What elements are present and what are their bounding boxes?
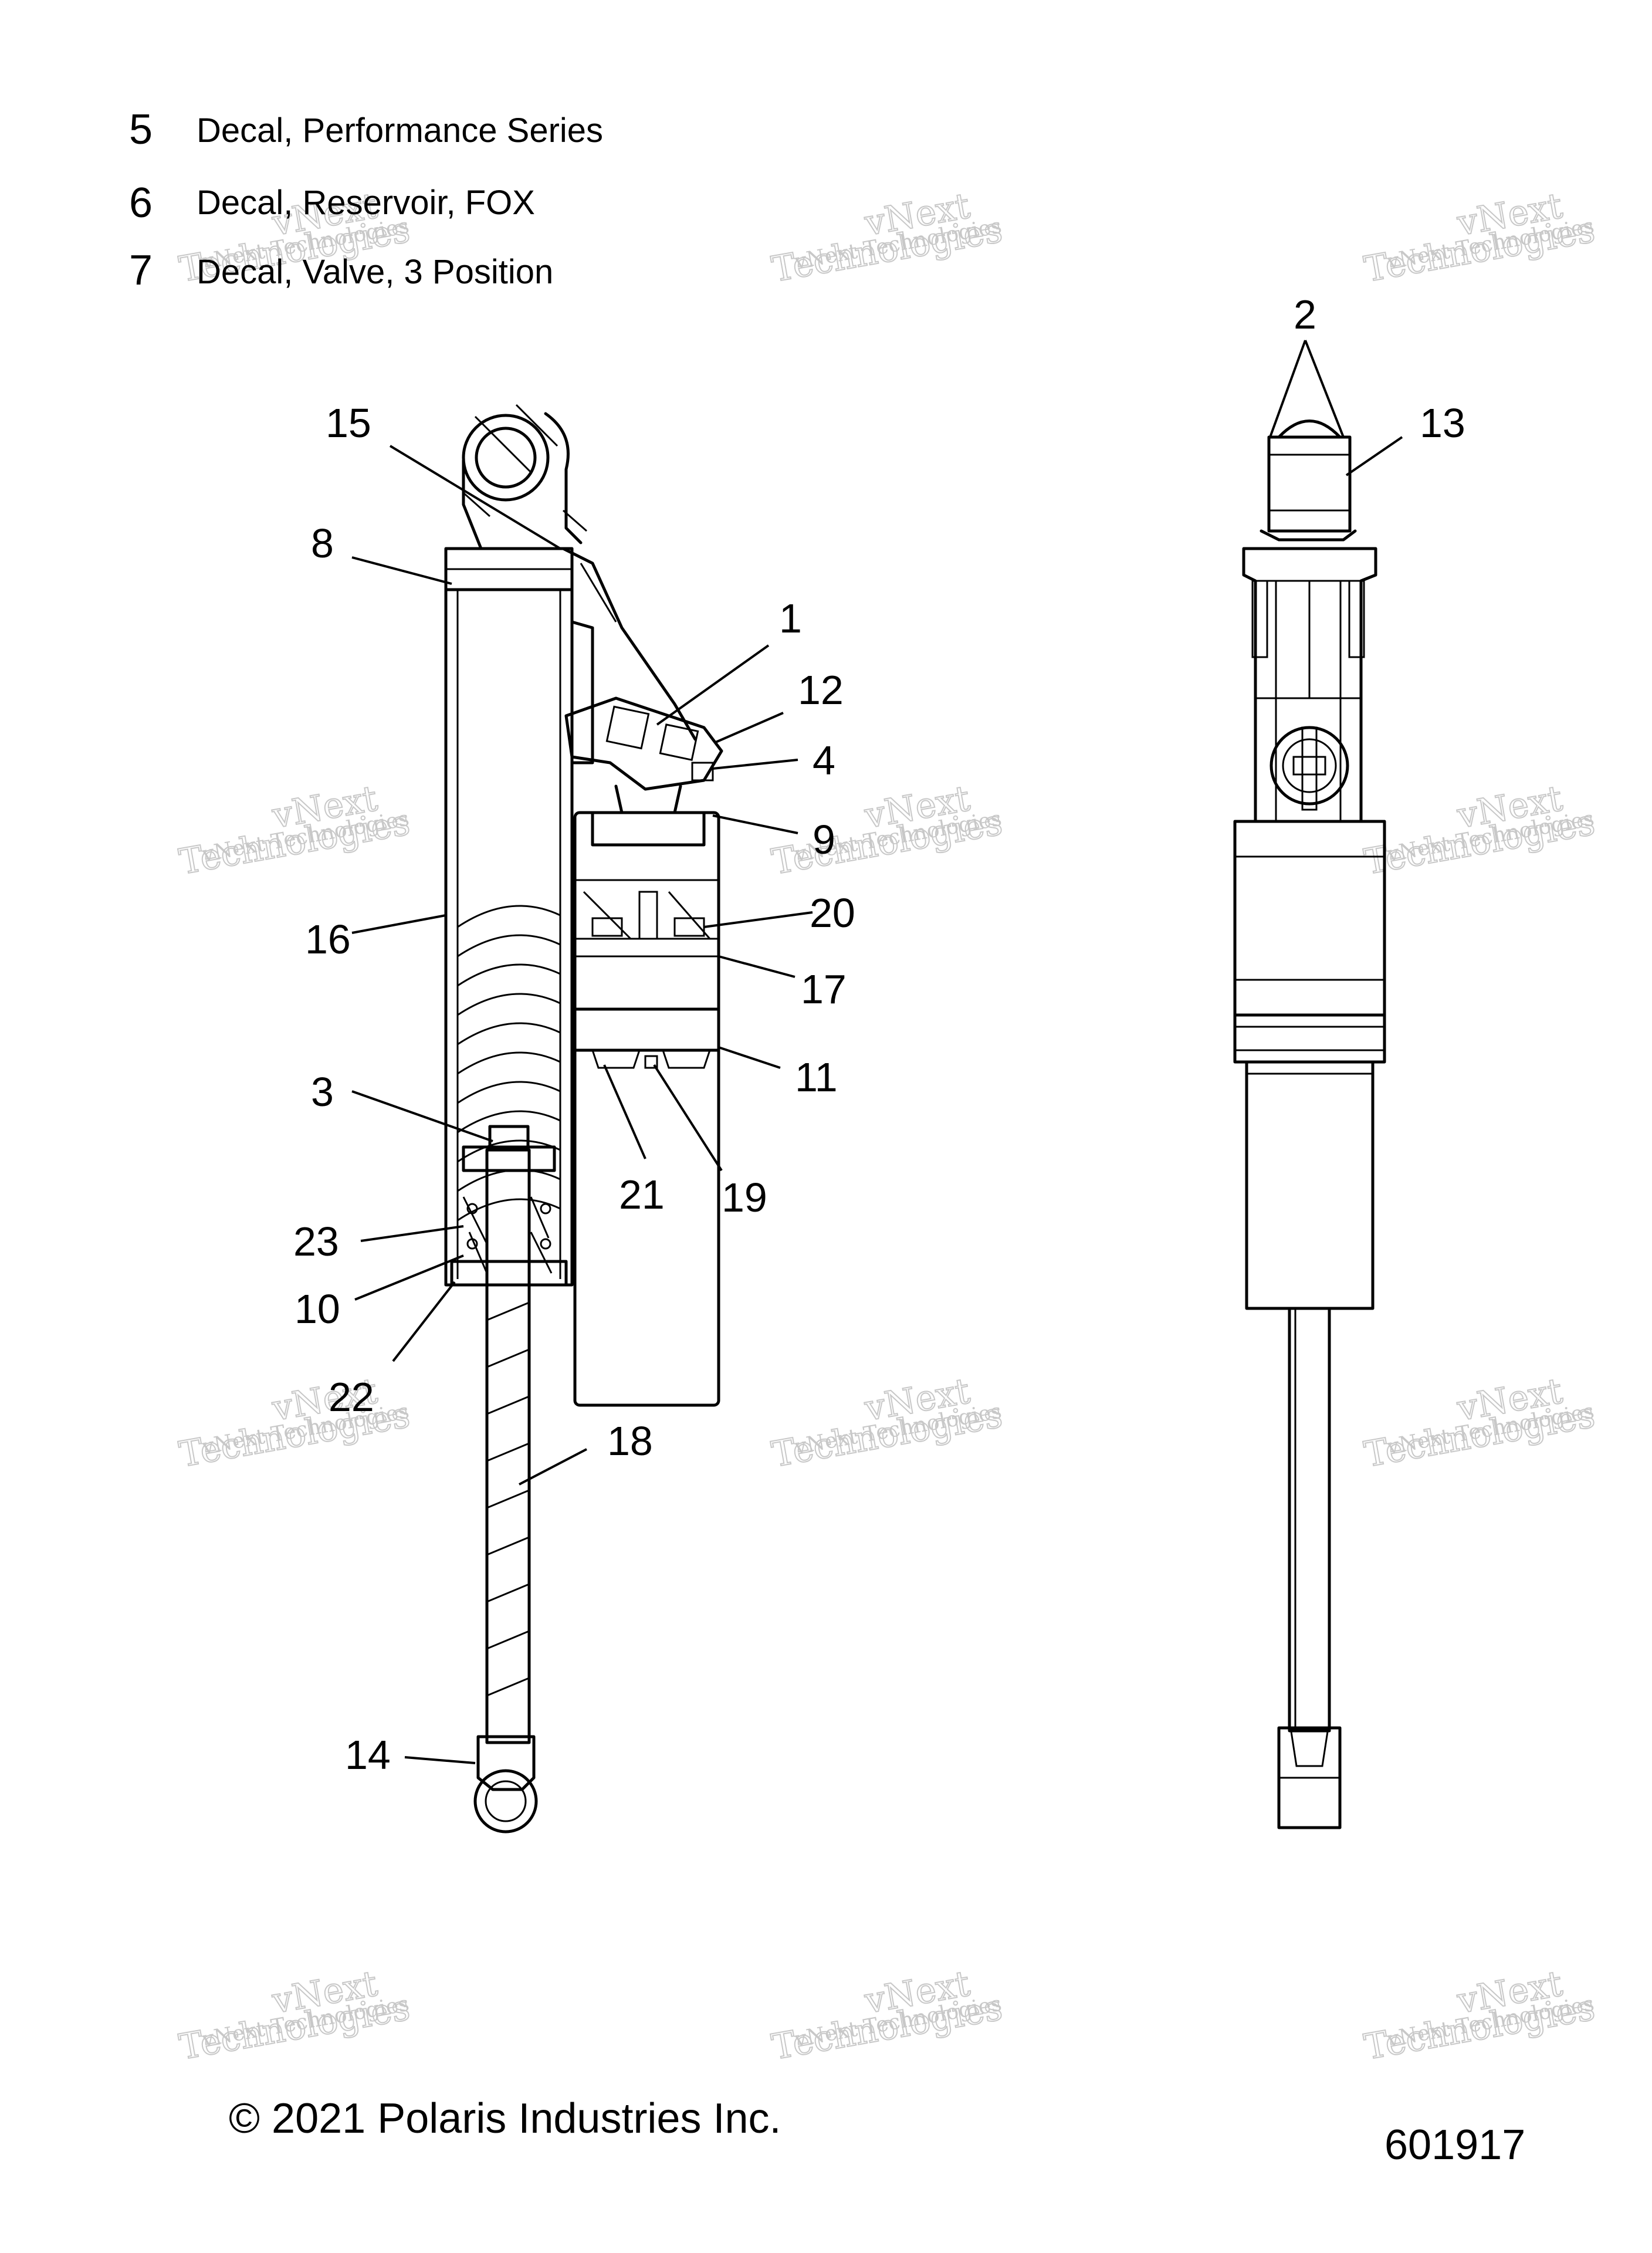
watermarks: Technologies vNext vNext Technologies Te… xyxy=(175,185,1598,2069)
reservoir-cap xyxy=(591,811,706,847)
callout-10: 10 xyxy=(294,1286,340,1332)
watermark: Technologies vNext vNext Technologies xyxy=(768,1370,1006,1476)
leader-lines xyxy=(351,340,1403,1764)
watermark: Technologies vNext vNext Technologies xyxy=(1360,1370,1598,1476)
callout-4: 4 xyxy=(813,738,835,783)
watermark: Technologies vNext vNext Technologies xyxy=(768,185,1006,291)
watermark: Technologies vNext vNext Technologies xyxy=(768,777,1006,884)
watermark: Technologies vNext vNext Technologies xyxy=(1360,777,1598,884)
top-eyelet-outer xyxy=(462,414,550,502)
callout-16: 16 xyxy=(305,916,351,962)
legend-text: Decal, Reservoir, FOX xyxy=(197,184,535,222)
lower-tube xyxy=(1245,1060,1375,1310)
legend-number: 6 xyxy=(129,180,153,226)
upper-tube xyxy=(1233,820,1386,1017)
watermark: Technologies vNext vNext Technologies xyxy=(175,1370,413,1476)
collar xyxy=(1233,1013,1386,1064)
copyright: © 2021 Polaris Industries Inc. xyxy=(229,2095,781,2142)
callout-15: 15 xyxy=(326,400,371,446)
callout-21: 21 xyxy=(619,1172,665,1217)
bridge xyxy=(570,620,594,764)
main-tube xyxy=(444,588,574,1287)
exterior-shaft xyxy=(1288,1307,1331,1733)
top-bushing-dome xyxy=(1277,420,1342,439)
shaft xyxy=(485,1148,531,1744)
legend: 5 Decal, Performance Series 6 Decal, Res… xyxy=(129,106,603,294)
callout-20: 20 xyxy=(810,890,855,936)
shock-section-view xyxy=(444,404,723,1833)
legend-text: Decal, Performance Series xyxy=(197,111,603,150)
callout-13: 13 xyxy=(1420,400,1465,446)
reservoir xyxy=(573,811,720,1407)
seal-head xyxy=(450,1260,568,1287)
legend-text: Decal, Valve, 3 Position xyxy=(197,253,553,291)
watermark: Technologies vNext vNext Technologies xyxy=(1360,185,1598,291)
callout-8: 8 xyxy=(311,520,334,566)
callout-23: 23 xyxy=(293,1219,339,1264)
watermark: Technologies vNext vNext Technologies xyxy=(175,777,413,884)
callout-2: 2 xyxy=(1294,292,1316,337)
top-body-outline xyxy=(462,412,697,741)
top-eyelet-inner xyxy=(475,427,537,489)
watermark: Technologies vNext vNext Technologies xyxy=(1360,1963,1598,2069)
spiral-hatching xyxy=(457,905,561,1222)
callout-11: 11 xyxy=(795,1054,838,1100)
callout-18: 18 xyxy=(607,1418,653,1464)
callout-1: 1 xyxy=(779,596,802,641)
callout-22: 22 xyxy=(329,1374,374,1420)
callout-17: 17 xyxy=(801,966,847,1012)
callout-3: 3 xyxy=(311,1069,334,1115)
piston xyxy=(462,1145,556,1172)
watermark: Technologies vNext vNext Technologies xyxy=(175,1963,413,2069)
reservoir-end-cap xyxy=(573,1007,720,1052)
watermark: Technologies vNext vNext Technologies xyxy=(768,1963,1006,2069)
shock-exterior-view xyxy=(1233,420,1386,1829)
diagram-id: 601917 xyxy=(1384,2122,1525,2169)
callout-14: 14 xyxy=(345,1732,391,1778)
callout-19: 19 xyxy=(722,1175,767,1220)
valve-body xyxy=(564,696,723,791)
top-eyelet-side xyxy=(1267,435,1352,533)
callout-9: 9 xyxy=(813,817,835,862)
bottom-eyelet xyxy=(473,1769,538,1833)
legend-number: 7 xyxy=(129,247,153,294)
legend-number: 5 xyxy=(129,106,153,153)
callout-12: 12 xyxy=(798,667,844,713)
callouts: 15 8 1 12 4 9 20 17 11 21 19 16 3 23 10 … xyxy=(293,292,1465,1778)
